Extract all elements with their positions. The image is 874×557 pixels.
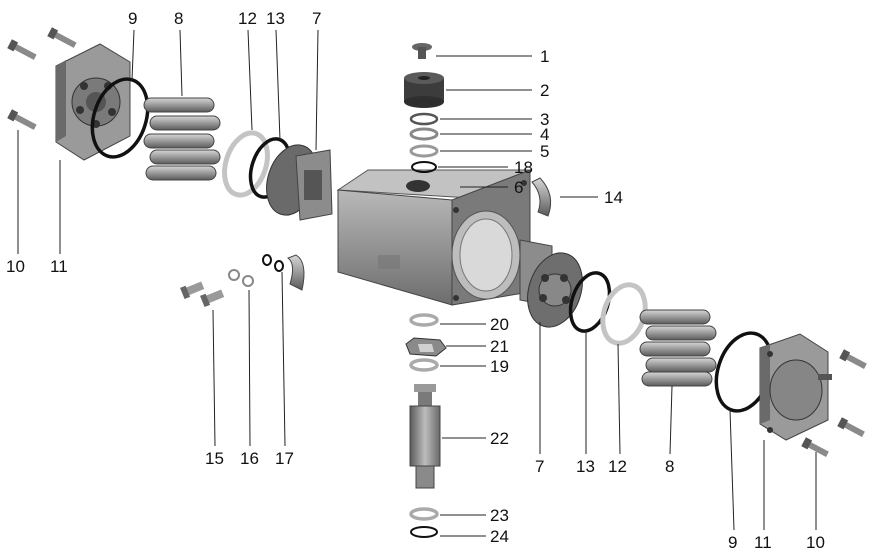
right-end-cap	[759, 333, 832, 441]
callout-3: 3	[540, 110, 549, 129]
bottom-bearing-ring	[409, 313, 439, 327]
callout-14: 14	[604, 188, 623, 207]
callout-12-top: 12	[238, 9, 257, 28]
right-cap-bolts	[801, 349, 867, 457]
callout-10-bottom: 10	[806, 533, 825, 552]
callout-11-left: 11	[50, 257, 68, 276]
top-o-ring	[411, 161, 437, 173]
callout-18: 18	[514, 158, 533, 177]
indicator-cap	[412, 43, 432, 59]
pinion-shaft	[409, 384, 441, 489]
callout-1: 1	[540, 47, 549, 66]
callout-17: 17	[275, 449, 294, 468]
indicator-block	[404, 72, 444, 108]
stop-bolts	[180, 281, 225, 308]
callout-4: 4	[540, 125, 549, 144]
callout-7-bottom: 7	[535, 457, 544, 476]
callout-23: 23	[490, 506, 509, 525]
cam-segment	[531, 177, 552, 217]
callout-2: 2	[540, 81, 549, 100]
washer-ring	[409, 127, 439, 141]
callout-9-bottom: 9	[728, 533, 737, 552]
actuator-body	[336, 169, 532, 306]
callout-9-top: 9	[128, 9, 137, 28]
callout-10-left: 10	[6, 257, 25, 276]
stop-nuts-o-rings	[262, 254, 284, 272]
callout-21: 21	[490, 337, 509, 356]
callout-13-bottom: 13	[576, 457, 595, 476]
stop-washers	[228, 269, 254, 287]
callout-5: 5	[540, 142, 549, 161]
stop-plate	[286, 254, 305, 291]
circlip-ring	[409, 112, 439, 126]
callout-16: 16	[240, 449, 259, 468]
callout-numbers: 1 2 3 4 5 18 6 14 9 8 12 13 7 10 11 15 1…	[6, 9, 825, 552]
callout-15: 15	[205, 449, 224, 468]
callout-6: 6	[514, 178, 523, 197]
left-piston	[266, 144, 333, 221]
left-guide-ring	[222, 130, 270, 198]
right-spring-pack	[639, 309, 717, 387]
callout-19: 19	[490, 357, 509, 376]
callout-8-top: 8	[174, 9, 183, 28]
left-spring-pack	[143, 97, 221, 181]
bottom-washer	[409, 358, 439, 372]
bearing-ring	[409, 144, 439, 158]
callout-13-top: 13	[266, 9, 285, 28]
leader-lines	[17, 29, 817, 537]
callout-22: 22	[490, 429, 509, 448]
callout-7-top: 7	[312, 9, 321, 28]
callout-11-bottom: 11	[754, 533, 772, 552]
callout-8-bottom: 8	[665, 457, 674, 476]
callout-20: 20	[490, 315, 509, 334]
pinion-key-plate	[405, 337, 447, 357]
left-cap-bolts	[7, 27, 77, 130]
right-piston	[519, 239, 583, 328]
callout-12-bottom: 12	[608, 457, 627, 476]
callout-24: 24	[490, 527, 509, 546]
shaft-o-ring	[410, 526, 438, 538]
shaft-bearing-ring	[409, 507, 439, 521]
